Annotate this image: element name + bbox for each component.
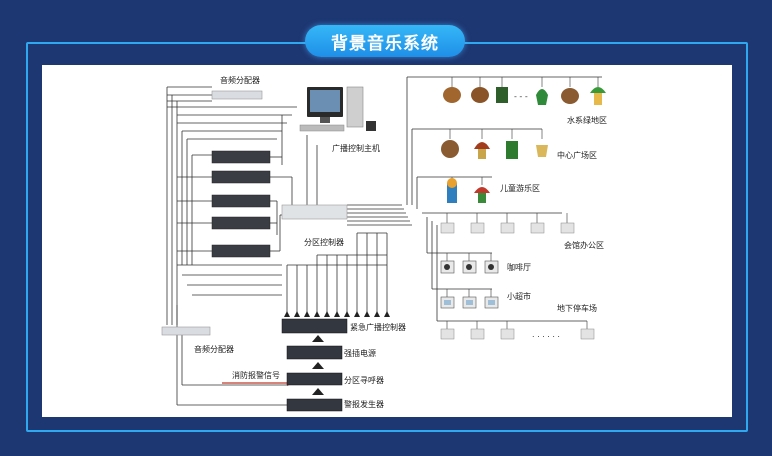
central-plaza-label: 中心广场区 <box>557 150 597 160</box>
children-play-speakers <box>447 177 490 203</box>
clubhouse-office-label: 会馆办公区 <box>564 240 604 250</box>
audio-splitter-top-label: 音频分配器 <box>220 75 260 85</box>
strong-cut-power-label: 强插电源 <box>344 348 376 358</box>
zone-controller-label: 分区控制器 <box>304 237 344 247</box>
cafe-speakers <box>440 253 499 274</box>
alarm-generator-device <box>286 398 343 412</box>
strong-cut-power-device <box>286 345 343 360</box>
supermarket-speakers <box>440 289 499 309</box>
children-play-label: 儿童游乐区 <box>500 183 540 193</box>
zone-pager-label: 分区寻呼器 <box>344 375 384 385</box>
broadcast-host-label: 广播控制主机 <box>332 143 380 153</box>
fire-alarm-signal-label: 消防报警信号 <box>232 370 280 380</box>
emergency-controller-label: 紧急广播控制器 <box>350 322 406 332</box>
audio-splitter-bottom-device <box>161 326 211 336</box>
emergency-controller-device <box>281 318 348 334</box>
arrow-heads <box>284 311 390 317</box>
zone-controller-device <box>281 204 348 220</box>
vertical-arrows <box>312 335 324 395</box>
audio-splitter-top-device <box>211 90 263 100</box>
underground-parking-label: 地下停车场 <box>557 303 597 313</box>
central-plaza-speakers <box>441 129 548 159</box>
audio-splitter-bottom-label: 音频分配器 <box>194 344 234 354</box>
cafe-label: 咖啡厅 <box>507 262 531 272</box>
clubhouse-office-speakers <box>440 213 575 234</box>
underground-parking-speakers <box>440 321 595 340</box>
page-title: 背景音乐系统 <box>305 25 465 57</box>
system-diagram: 音频分配器 广播控制主机 分区控制器 音频分配器 紧急广播控制器 强插电源 分区… <box>42 65 732 417</box>
diagram-svg: 音频分配器 广播控制主机 分区控制器 音频分配器 紧急广播控制器 强插电源 分区… <box>161 75 607 412</box>
svg-text:- - -: - - - <box>514 92 528 101</box>
zone-pager-device <box>286 372 343 386</box>
alarm-generator-label: 警报发生器 <box>344 399 384 409</box>
ellipsis-dots: . . . . . . <box>532 330 560 339</box>
broadcast-host-computer <box>299 86 376 132</box>
water-green-area-label: 水系绿地区 <box>567 115 607 125</box>
connection-lines <box>166 76 602 406</box>
rack-devices <box>211 150 271 258</box>
supermarket-label: 小超市 <box>507 291 531 301</box>
water-green-speakers: - - - <box>443 77 606 105</box>
